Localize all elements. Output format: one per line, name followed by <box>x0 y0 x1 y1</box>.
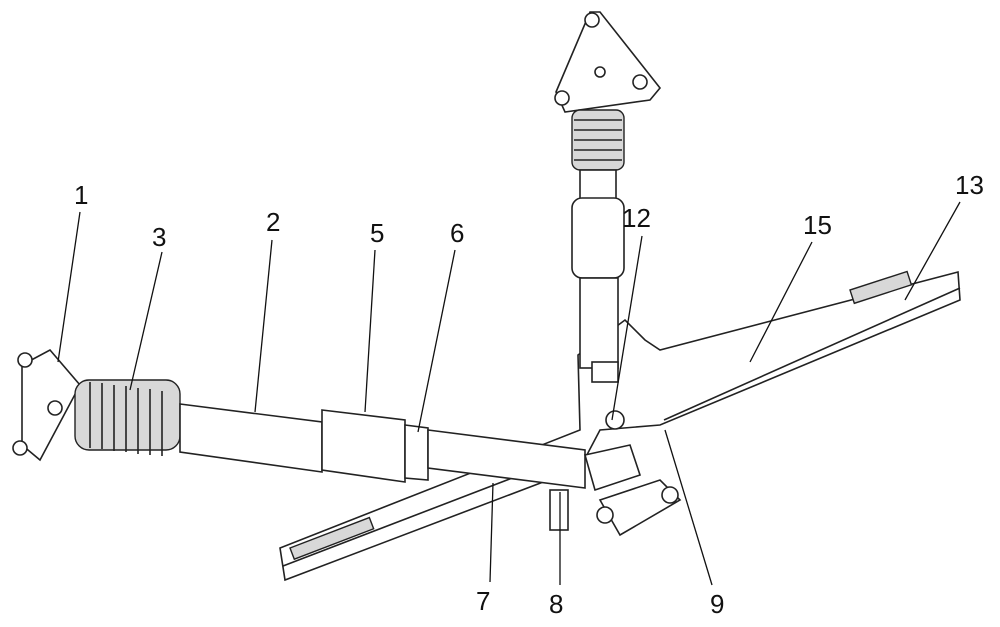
label-2: 2 <box>266 207 281 237</box>
label-9: 9 <box>710 589 725 619</box>
label-1: 1 <box>74 180 89 210</box>
leader-lines <box>57 201 961 586</box>
horizontal-cylinder <box>12 348 682 537</box>
label-5: 5 <box>370 218 385 248</box>
label-12: 12 <box>622 203 651 233</box>
label-7: 7 <box>476 586 491 616</box>
label-6: 6 <box>450 218 465 248</box>
label-3: 3 <box>152 222 167 252</box>
label-13: 13 <box>955 170 984 200</box>
label-8: 8 <box>549 589 564 619</box>
label-15: 15 <box>803 210 832 240</box>
vertical-strut <box>554 11 662 383</box>
